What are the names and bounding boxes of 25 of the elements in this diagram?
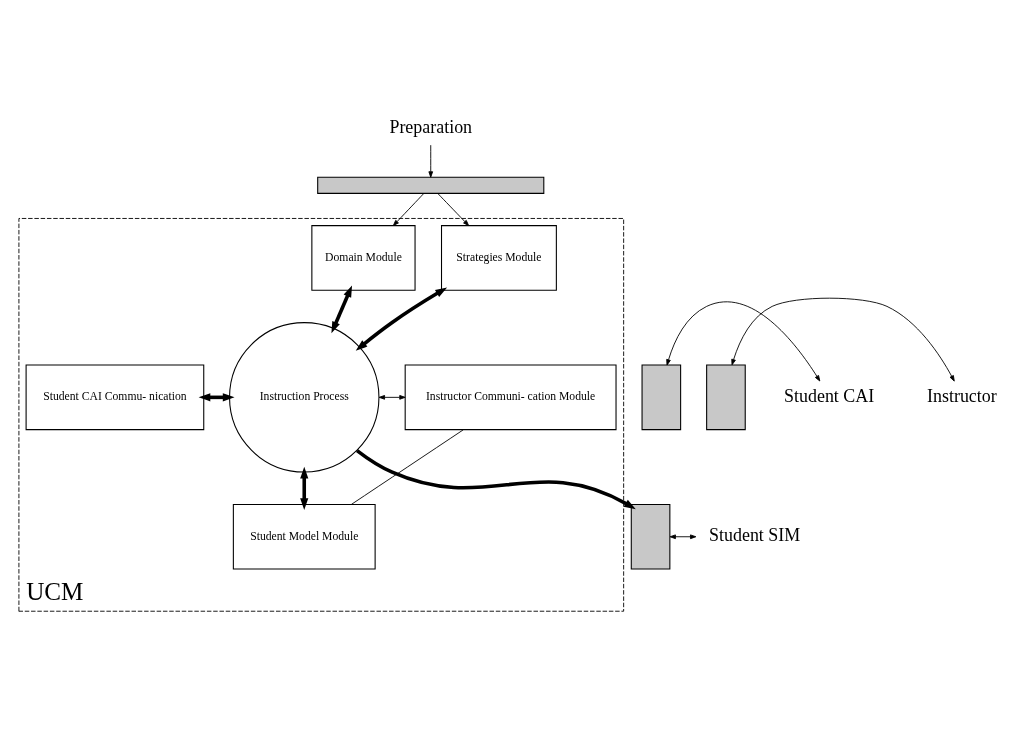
node-box: Student Model Module	[232, 503, 376, 570]
node-box: Student CAI Commu- nication	[25, 364, 205, 430]
arrow	[355, 448, 636, 509]
arrow	[428, 144, 434, 178]
arrow	[378, 394, 406, 400]
node-box: Instructor Communi- cation Module	[404, 364, 617, 430]
node-box: Domain Module	[311, 224, 416, 291]
node-bar	[317, 176, 545, 194]
node-box: Strategies Module	[440, 224, 557, 291]
node-box	[706, 364, 746, 430]
node-text: Student CAI	[784, 385, 875, 406]
node-box	[630, 503, 671, 570]
node-text: Student SIM	[709, 524, 801, 545]
arrow	[300, 466, 309, 510]
connector	[350, 428, 464, 505]
node-text: Preparation	[389, 116, 473, 137]
node-text: Instructor	[927, 385, 997, 406]
arrow	[669, 533, 697, 539]
arrow	[331, 284, 352, 333]
arrow	[437, 192, 470, 226]
arrow	[355, 286, 448, 351]
arrow	[392, 192, 425, 226]
arrow	[666, 300, 821, 381]
node-box	[641, 364, 682, 430]
arrow	[731, 297, 955, 382]
